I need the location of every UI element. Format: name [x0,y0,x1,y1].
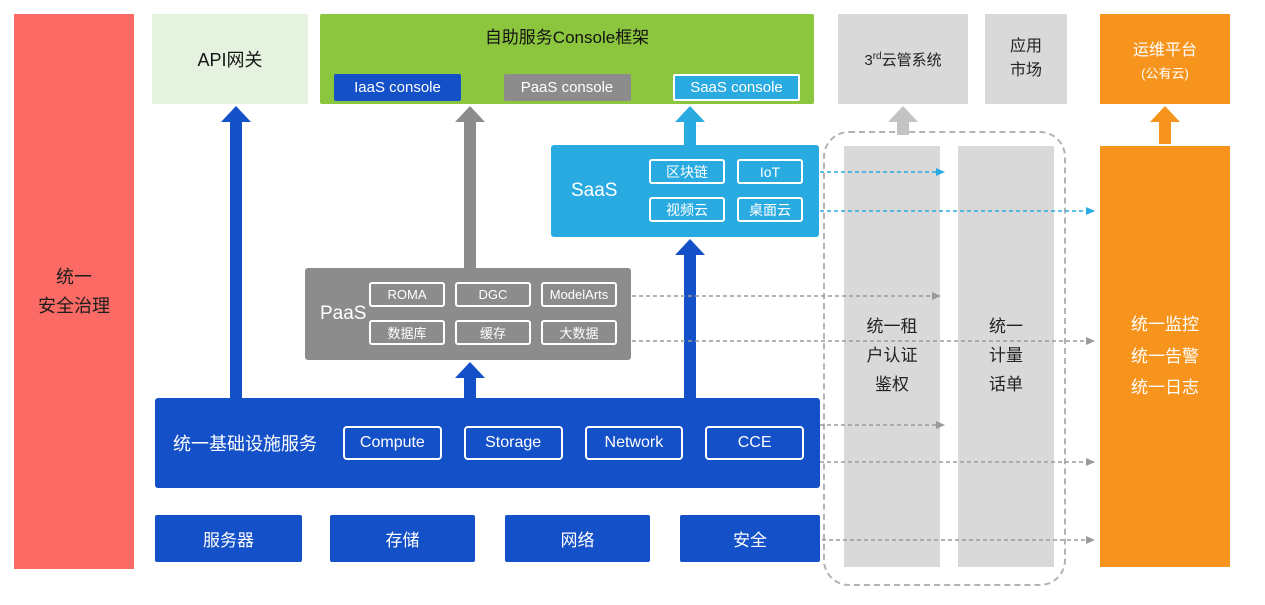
third-party-label: 3rd云管系统 [864,50,942,69]
shared-services-dashed-frame [823,131,1066,586]
console-framework-title: 自助服务Console框架 [484,28,650,47]
saas-group: SaaS 区块链 IoT 视频云 桌面云 [551,145,819,237]
paas-service-modelarts: ModelArts [541,282,617,307]
arrow-monitoring-to-om-platform [1150,106,1180,144]
security-governance-bar: 统一 安全治理 [14,14,134,569]
om-platform-box: 运维平台 (公有云) [1100,14,1230,104]
app-market-box: 应用 市场 [985,14,1067,104]
infrastructure-group: 统一基础设施服务 Compute Storage Network CCE [155,398,820,488]
arrow-infra-to-paas [455,362,485,398]
saas-console-box: SaaS console [673,74,800,101]
infra-service-storage: Storage [463,426,563,460]
api-gateway-box: API网关 [152,14,308,104]
arrow-paas-to-console [455,106,485,268]
paas-service-roma: ROMA [369,282,445,307]
infra-service-cce: CCE [705,426,804,460]
paas-service-cache: 缓存 [455,320,531,345]
paas-label: PaaS [320,303,367,324]
hardware-server-box: 服务器 [155,515,302,562]
paas-service-bigdata: 大数据 [541,320,617,345]
om-platform-subtitle: (公有云) [1141,66,1189,81]
monitoring-alert-log-bar: 统一监控 统一告警 统一日志 [1100,146,1230,567]
saas-service-iot: IoT [737,159,803,184]
hardware-storage-box: 存储 [330,515,475,562]
arrow-infra-to-saas [675,239,705,398]
iaas-console-box: IaaS console [334,74,461,101]
paas-services: ROMA DGC ModelArts 数据库 缓存 大数据 [369,282,617,345]
om-platform-title: 运维平台 [1132,42,1197,59]
arrow-infra-to-api-gateway [221,106,251,398]
paas-group: PaaS ROMA DGC ModelArts 数据库 缓存 大数据 [305,268,631,360]
infra-service-network: Network [584,426,684,460]
paas-service-dgc: DGC [455,282,531,307]
infrastructure-services: Compute Storage Network CCE [343,426,804,460]
saas-service-video-cloud: 视频云 [649,197,725,222]
hardware-network-box: 网络 [505,515,650,562]
saas-services: 区块链 IoT 视频云 桌面云 [649,159,803,222]
saas-service-desktop-cloud: 桌面云 [737,197,803,222]
infra-service-compute: Compute [343,426,442,460]
infrastructure-label: 统一基础设施服务 [173,434,317,454]
saas-label: SaaS [571,180,618,201]
paas-service-database: 数据库 [369,320,445,345]
console-row: IaaS console PaaS console SaaS console [334,74,800,101]
arrow-saas-to-console [675,106,705,145]
console-framework-box: 自助服务Console框架 IaaS console PaaS console … [320,14,814,104]
saas-service-blockchain: 区块链 [649,159,725,184]
third-party-cloud-box: 3rd云管系统 [838,14,968,104]
tenant-auth-bar: 统一租 户认证 鉴权 [844,146,940,567]
hardware-security-box: 安全 [680,515,820,562]
metering-billing-bar: 统一 计量 话单 [958,146,1054,567]
paas-console-box: PaaS console [503,74,631,101]
